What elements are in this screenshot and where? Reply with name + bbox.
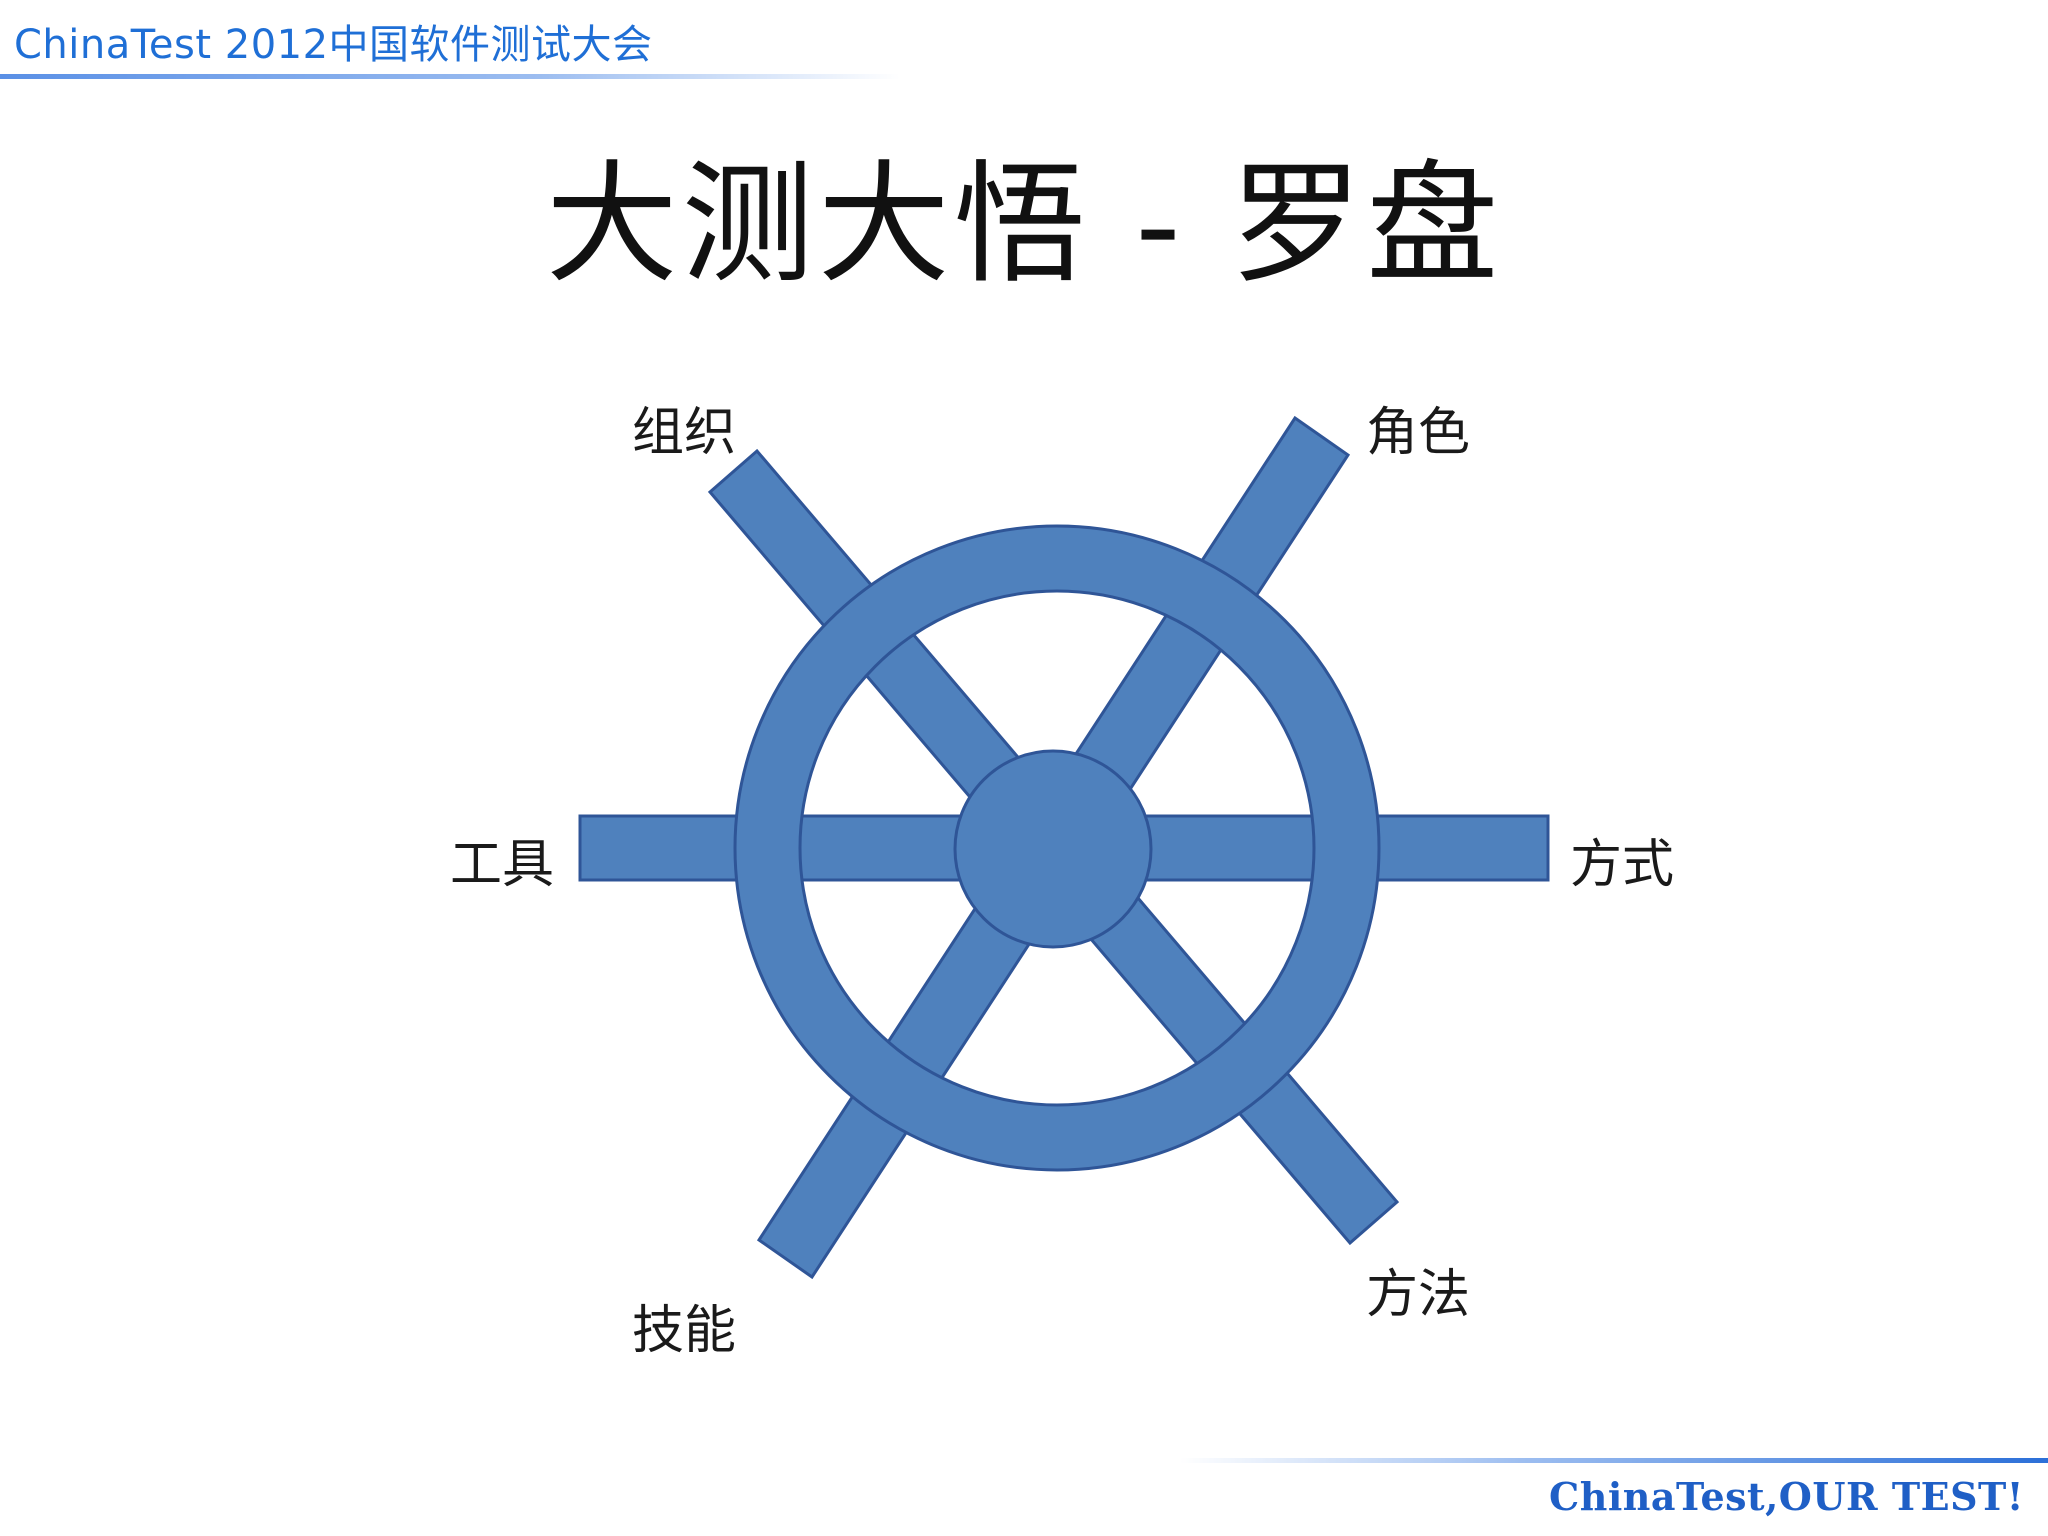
footer-slogan: ChinaTest,OUR TEST! [1548,1474,2024,1519]
label-skills: 技能 [632,1301,737,1361]
label-method: 方法 [1366,1265,1471,1325]
footer-divider [1180,1458,2048,1463]
header-divider [0,74,900,79]
conference-header-title: ChinaTest 2012中国软件测试大会 [14,22,653,68]
label-organization: 组织 [632,403,737,463]
wheel-hub [953,749,1153,949]
label-tools: 工具 [450,835,555,895]
slide-title: 大测大悟 - 罗盘 [545,148,1503,302]
label-mode: 方式 [1570,835,1675,895]
label-role: 角色 [1366,403,1471,463]
